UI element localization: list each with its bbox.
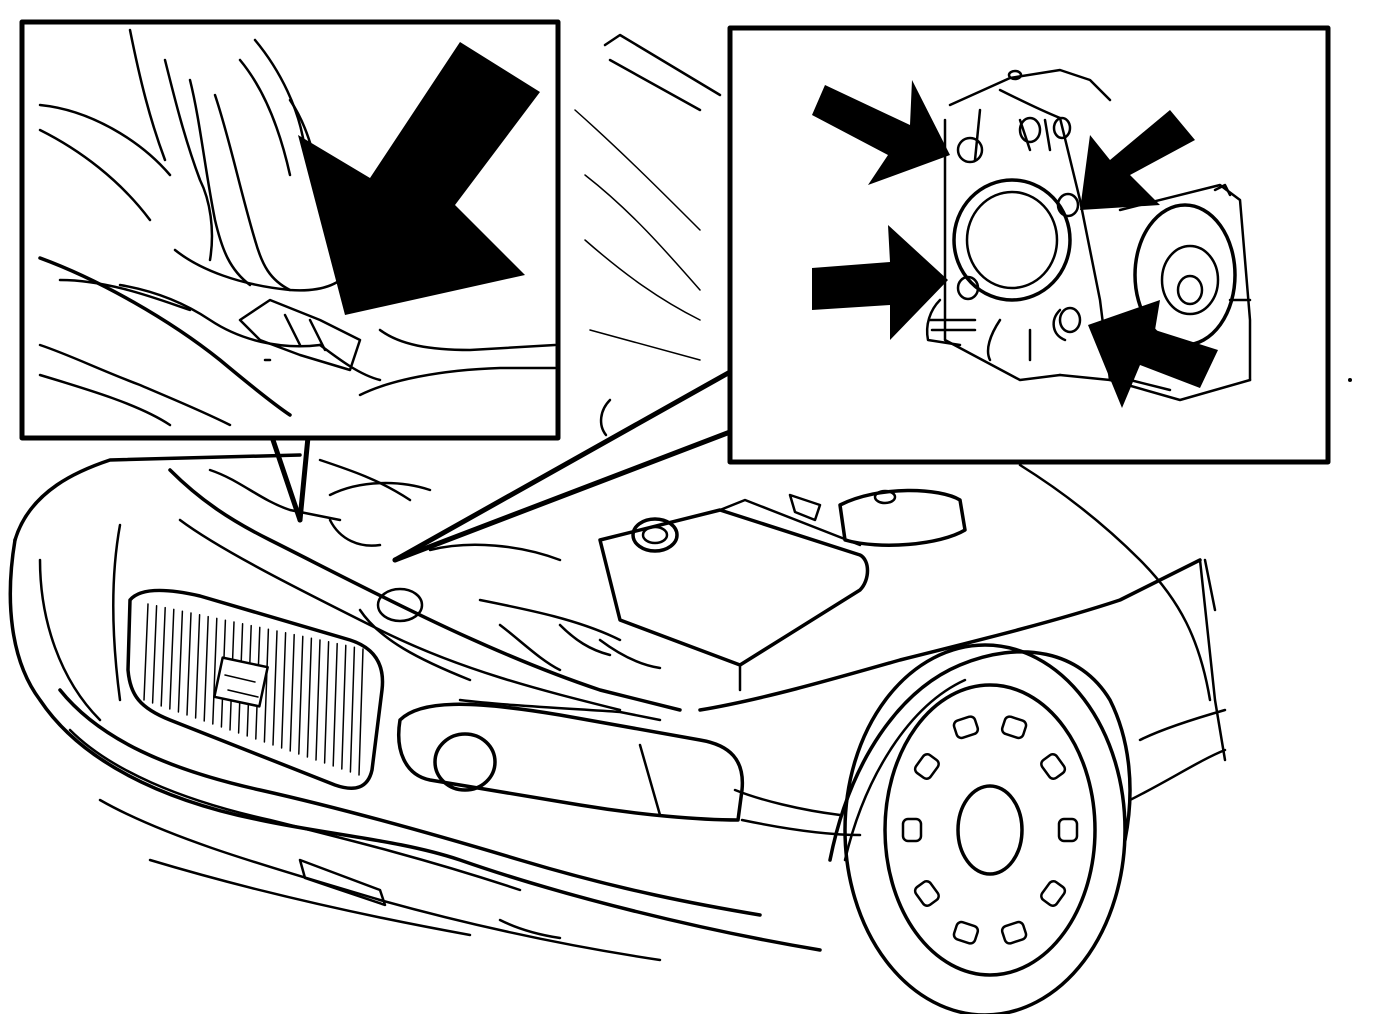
right-inset-frame bbox=[727, 25, 1331, 465]
reservoir bbox=[838, 488, 967, 547]
grille-slat bbox=[272, 630, 278, 746]
front-wheel bbox=[843, 643, 1127, 1014]
arrow-icon bbox=[812, 80, 950, 185]
grille-slat bbox=[186, 612, 192, 716]
hubcap-slot bbox=[1057, 817, 1079, 843]
wheel-arch bbox=[828, 650, 1132, 862]
hubcap-slot bbox=[952, 920, 980, 945]
grille-slat bbox=[177, 610, 184, 713]
hubcap-slot bbox=[1000, 715, 1028, 740]
grille-slat bbox=[263, 628, 270, 743]
wheel-center bbox=[956, 784, 1024, 876]
grille-slat bbox=[160, 606, 166, 707]
hubcap-slot bbox=[952, 715, 980, 740]
hubcap-slot bbox=[1000, 920, 1028, 945]
grille-slat bbox=[332, 642, 338, 767]
cap-icon bbox=[376, 587, 424, 623]
grille-outline bbox=[126, 588, 385, 790]
hubcap-slot bbox=[913, 880, 940, 907]
arrow-icon bbox=[298, 42, 540, 315]
front-bumper bbox=[58, 688, 762, 917]
round-canister bbox=[952, 178, 1072, 302]
grille-slat bbox=[194, 614, 201, 719]
arrow-icon bbox=[1080, 110, 1195, 210]
car-body bbox=[8, 33, 1227, 962]
fog-lamp bbox=[433, 732, 497, 792]
left-inset-frame bbox=[19, 19, 561, 441]
headlight bbox=[397, 702, 745, 822]
hubcap bbox=[883, 683, 1097, 977]
hubcap-slot bbox=[913, 753, 940, 780]
air-filter-box bbox=[598, 508, 870, 667]
grille-slat bbox=[289, 633, 295, 752]
engine-bay bbox=[208, 398, 967, 692]
grille-slat bbox=[349, 646, 356, 773]
hubcap-slot bbox=[901, 817, 923, 843]
grille-slat bbox=[315, 639, 321, 761]
badge-icon bbox=[213, 656, 269, 708]
callout-leaders bbox=[269, 369, 733, 563]
arrow-icon bbox=[812, 225, 948, 340]
grille-slat bbox=[143, 603, 149, 701]
intake-port bbox=[631, 517, 679, 553]
grille-slat bbox=[280, 632, 287, 749]
grille-slat bbox=[298, 635, 304, 755]
grille-slat bbox=[306, 637, 313, 758]
grille-slat bbox=[212, 617, 218, 725]
grille-slat bbox=[151, 605, 158, 704]
hubcap-slots bbox=[901, 715, 1079, 945]
hubcap-slot bbox=[1040, 880, 1067, 907]
grille-slat bbox=[323, 641, 330, 764]
arrow-icon bbox=[1088, 300, 1218, 408]
grille-slat bbox=[169, 608, 175, 710]
left-inset bbox=[19, 19, 561, 441]
grille-slat bbox=[203, 615, 209, 722]
grille-slat bbox=[358, 648, 364, 776]
right-inset bbox=[727, 25, 1331, 465]
hubcap-slot bbox=[1040, 753, 1067, 780]
grille-slat bbox=[341, 644, 347, 770]
